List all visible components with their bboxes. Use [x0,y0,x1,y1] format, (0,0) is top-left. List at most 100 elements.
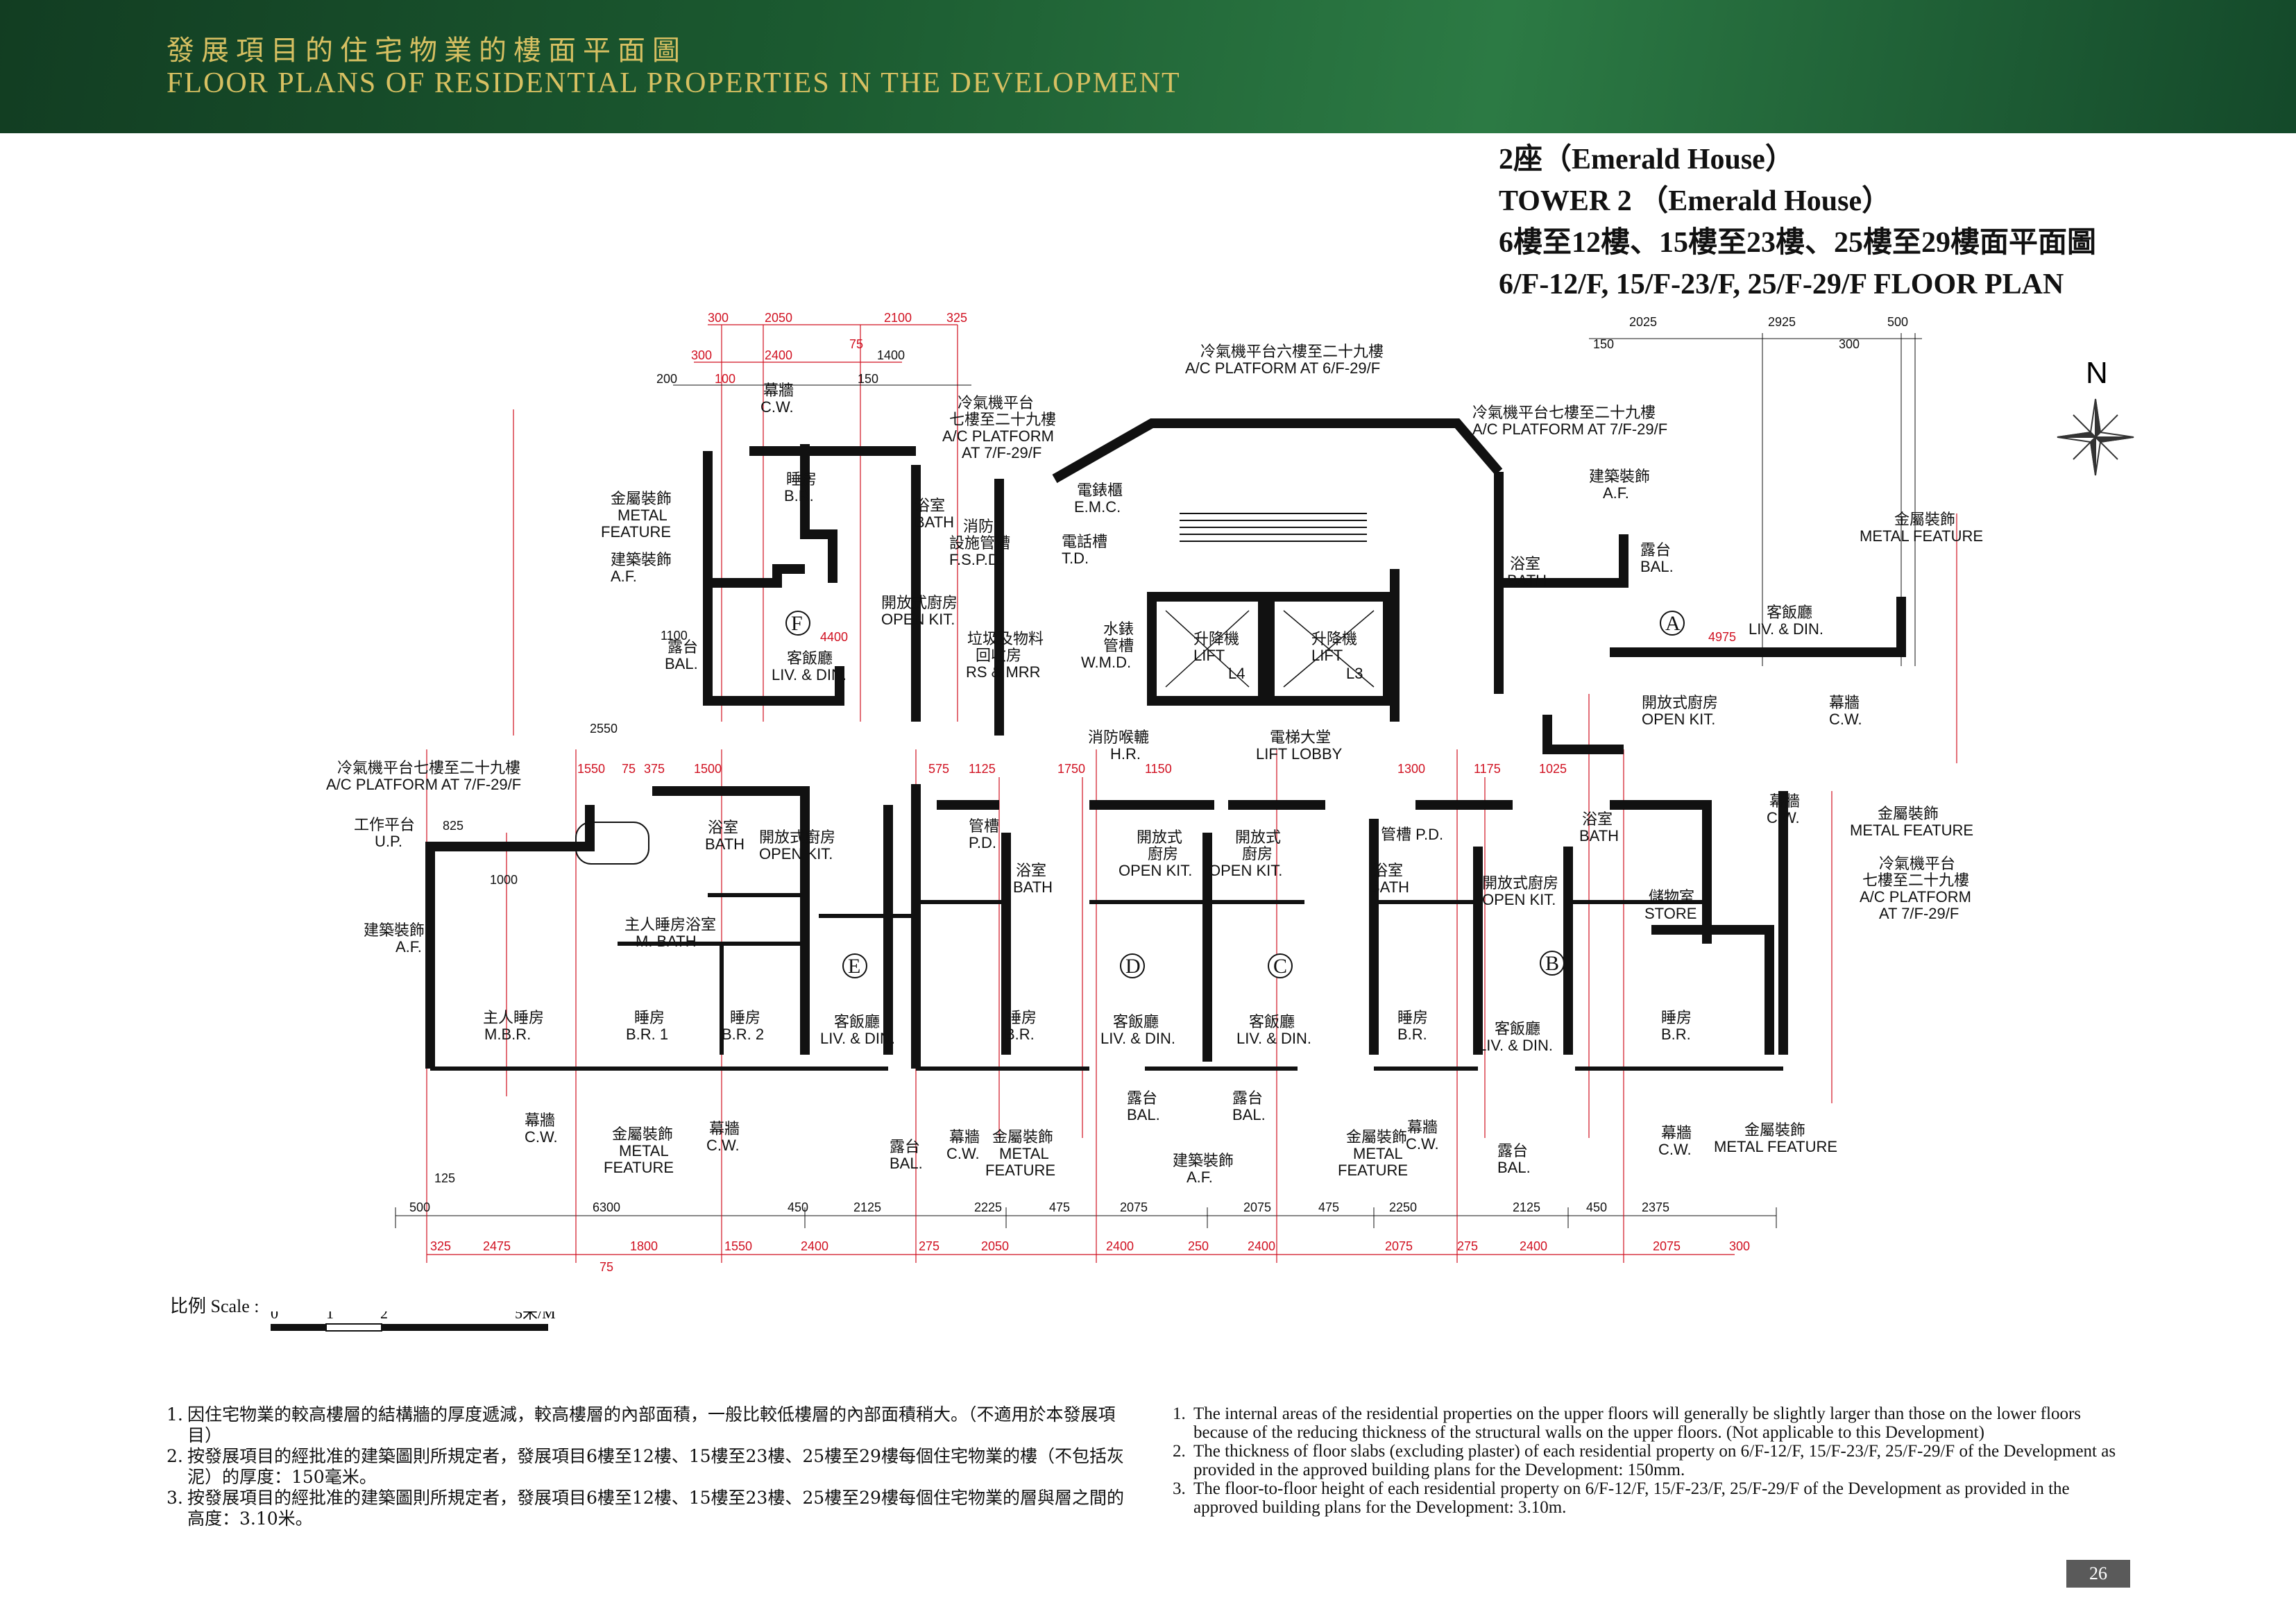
label-ac-right-top-en: A/C PLATFORM AT 7/F-29/F [1472,420,1667,438]
label-bal-d-zh: 露台 [1127,1089,1157,1107]
label-openkit-d-zh1: 開放式 [1137,829,1182,846]
notes-chinese: 1.因住宅物業的較高樓層的結構牆的厚度遞減，較高樓層的內部面積，一般比較低樓層的… [167,1404,1138,1529]
note-zh-1: 因住宅物業的較高樓層的結構牆的厚度遞減，較高樓層的內部面積，一般比較低樓層的內部… [187,1404,1116,1445]
note-zh-2: 按發展項目的經批准的建築圖則所規定者，發展項目6樓至12樓、15樓至23樓、25… [187,1446,1124,1487]
label-liv-e-en: LIV. & DIN. [820,1030,895,1047]
label-cw-d-en: C.W. [946,1145,980,1162]
label-metal-f-en2: FEATURE [601,523,671,541]
label-lift4-zh: 升降機 [1193,630,1239,647]
dim-top-8: 75 [849,337,863,351]
note-en-2: The thickness of floor slabs (excluding … [1193,1442,2116,1479]
dim-top-1: 300 [708,311,729,325]
label-wmd-zh1: 水錶 [1103,620,1134,638]
label-pd-c: 管槽 P.D. [1381,826,1443,843]
label-fspd-en: F.S.P.D. [949,551,1003,568]
label-bal-b-en: BAL. [1497,1159,1531,1176]
label-fspd-zh2: 設施管槽 [949,534,1010,552]
unit-marker-F: F [791,612,803,635]
dim-botr-9: 250 [1188,1239,1209,1253]
label-cw-r-zh: 幕牆 [1769,792,1800,810]
dimension-lines-top [694,324,958,722]
label-bath-a-zh: 浴室 [1510,555,1540,572]
label-openkit-f-zh: 開放式廚房 [881,594,958,611]
label-cw-a-en: C.W. [1829,711,1862,728]
label-af-dc-zh: 建築裝飾 [1173,1152,1234,1169]
dim-top-2: 2050 [765,311,792,325]
dim-misc-14: 825 [443,819,464,833]
label-liv-c-en: LIV. & DIN. [1236,1030,1311,1047]
label-cw-c-en: C.W. [1406,1135,1439,1153]
label-metal-a-zh: 金屬裝飾 [1894,511,1955,528]
label-store-en: STORE [1644,905,1697,922]
label-af-e-zh: 建築裝飾 [364,921,425,939]
label-af-f-en: A.F. [611,568,637,585]
label-emc-zh: 電錶櫃 [1077,482,1123,499]
dim-misc-17: 1100 [661,629,688,643]
dim-top-6: 2400 [765,348,792,362]
label-liv-d-zh: 客飯廳 [1113,1013,1159,1030]
dim-botr-11: 2075 [1385,1239,1413,1253]
label-bath-c-en: BATH [1370,878,1409,896]
dimension-numbers: 300 2050 2100 325 300 2400 100 75 1400 2… [409,311,1908,1274]
dim-top-b5: 2925 [1768,315,1796,329]
label-metal-e-zh: 金屬裝飾 [612,1125,673,1143]
label-up-zh: 工作平台 [354,816,415,833]
label-bath-d-zh: 浴室 [1016,862,1046,879]
label-openkit-e-zh: 開放式廚房 [759,829,835,846]
label-cw-c-zh: 幕牆 [1407,1119,1438,1136]
label-metal-f-en1: METAL [618,507,667,524]
label-liv-b-en: LIV. & DIN. [1478,1037,1553,1054]
label-ac-top-en1: A/C PLATFORM [942,427,1054,445]
label-br-b-zh: 睡房 [1661,1009,1692,1026]
room-labels: 冷氣機平台六樓至二十九樓 A/C PLATFORM AT 6/F-29/F 冷氣… [326,343,1983,1186]
bathtub-icon [575,822,649,865]
scale-label: 比例 Scale : [170,1296,260,1316]
label-metal-f-zh: 金屬裝飾 [611,490,672,507]
label-openkit-d-zh2: 廚房 [1148,845,1178,863]
unit-marker-E: E [848,955,860,978]
label-liv-f-en: LIV. & DIN. [772,666,847,683]
label-liv-c-zh: 客飯廳 [1249,1013,1295,1030]
label-mbath-zh: 主人睡房浴室 [624,916,716,933]
stair [1180,513,1367,542]
label-liv-f-zh: 客飯廳 [787,649,833,667]
label-bath-e-en: BATH [705,835,745,853]
label-openkit-c-en: OPEN KIT. [1209,862,1282,879]
label-br-f-zh: 睡房 [786,470,817,488]
dim-botr-15: 300 [1729,1239,1750,1253]
dim-botr-10: 2400 [1248,1239,1275,1253]
dim-botr-14: 2075 [1653,1239,1681,1253]
dim-botr-6: 275 [919,1239,939,1253]
dim-top-b1: 1400 [877,348,905,362]
label-metal-e-en1: METAL [619,1142,669,1159]
label-cw-top-zh: 幕牆 [763,382,794,399]
label-bal-c-zh: 露台 [1232,1089,1263,1107]
scale-tick-2: 2 [380,1311,388,1322]
label-l4: L4 [1228,665,1245,682]
label-wmd-en: W.M.D. [1081,654,1131,671]
label-openkit-a-zh: 開放式廚房 [1642,694,1718,711]
label-ac-6-29-zh: 冷氣機平台六樓至二十九樓 [1200,343,1384,360]
label-af-dc-en: A.F. [1187,1169,1213,1186]
dim-misc-11: 75 [622,762,636,776]
dim-bot-10: 2250 [1389,1200,1417,1214]
label-up-en: U.P. [375,833,402,850]
label-metal-r-zh: 金屬裝飾 [1878,805,1939,822]
header-banner: 發展項目的住宅物業的樓面平面圖 FLOOR PLANS OF RESIDENTI… [0,0,2296,133]
dim-bot-14: 125 [434,1171,455,1185]
label-openkit-e-en: OPEN KIT. [759,845,833,863]
label-cw-e1-en: C.W. [525,1128,558,1146]
label-cw-e1-zh: 幕牆 [525,1112,555,1129]
label-ac-6-29-en: A/C PLATFORM AT 6/F-29/F [1185,359,1380,377]
unit-marker-B: B [1545,952,1559,975]
label-br1-en: B.R. 1 [626,1026,668,1043]
label-ac-right-en2: AT 7/F-29/F [1879,905,1959,922]
dim-top-4: 325 [946,311,967,325]
dim-top-b8: 300 [1839,337,1860,351]
label-br2-zh: 睡房 [730,1009,760,1026]
north-label: N [2086,356,2108,390]
dim-bot-11: 2125 [1513,1200,1540,1214]
label-bal-d-en: BAL. [1127,1106,1160,1123]
label-emc-en: E.M.C. [1074,498,1121,516]
dim-botr-1: 325 [430,1239,451,1253]
